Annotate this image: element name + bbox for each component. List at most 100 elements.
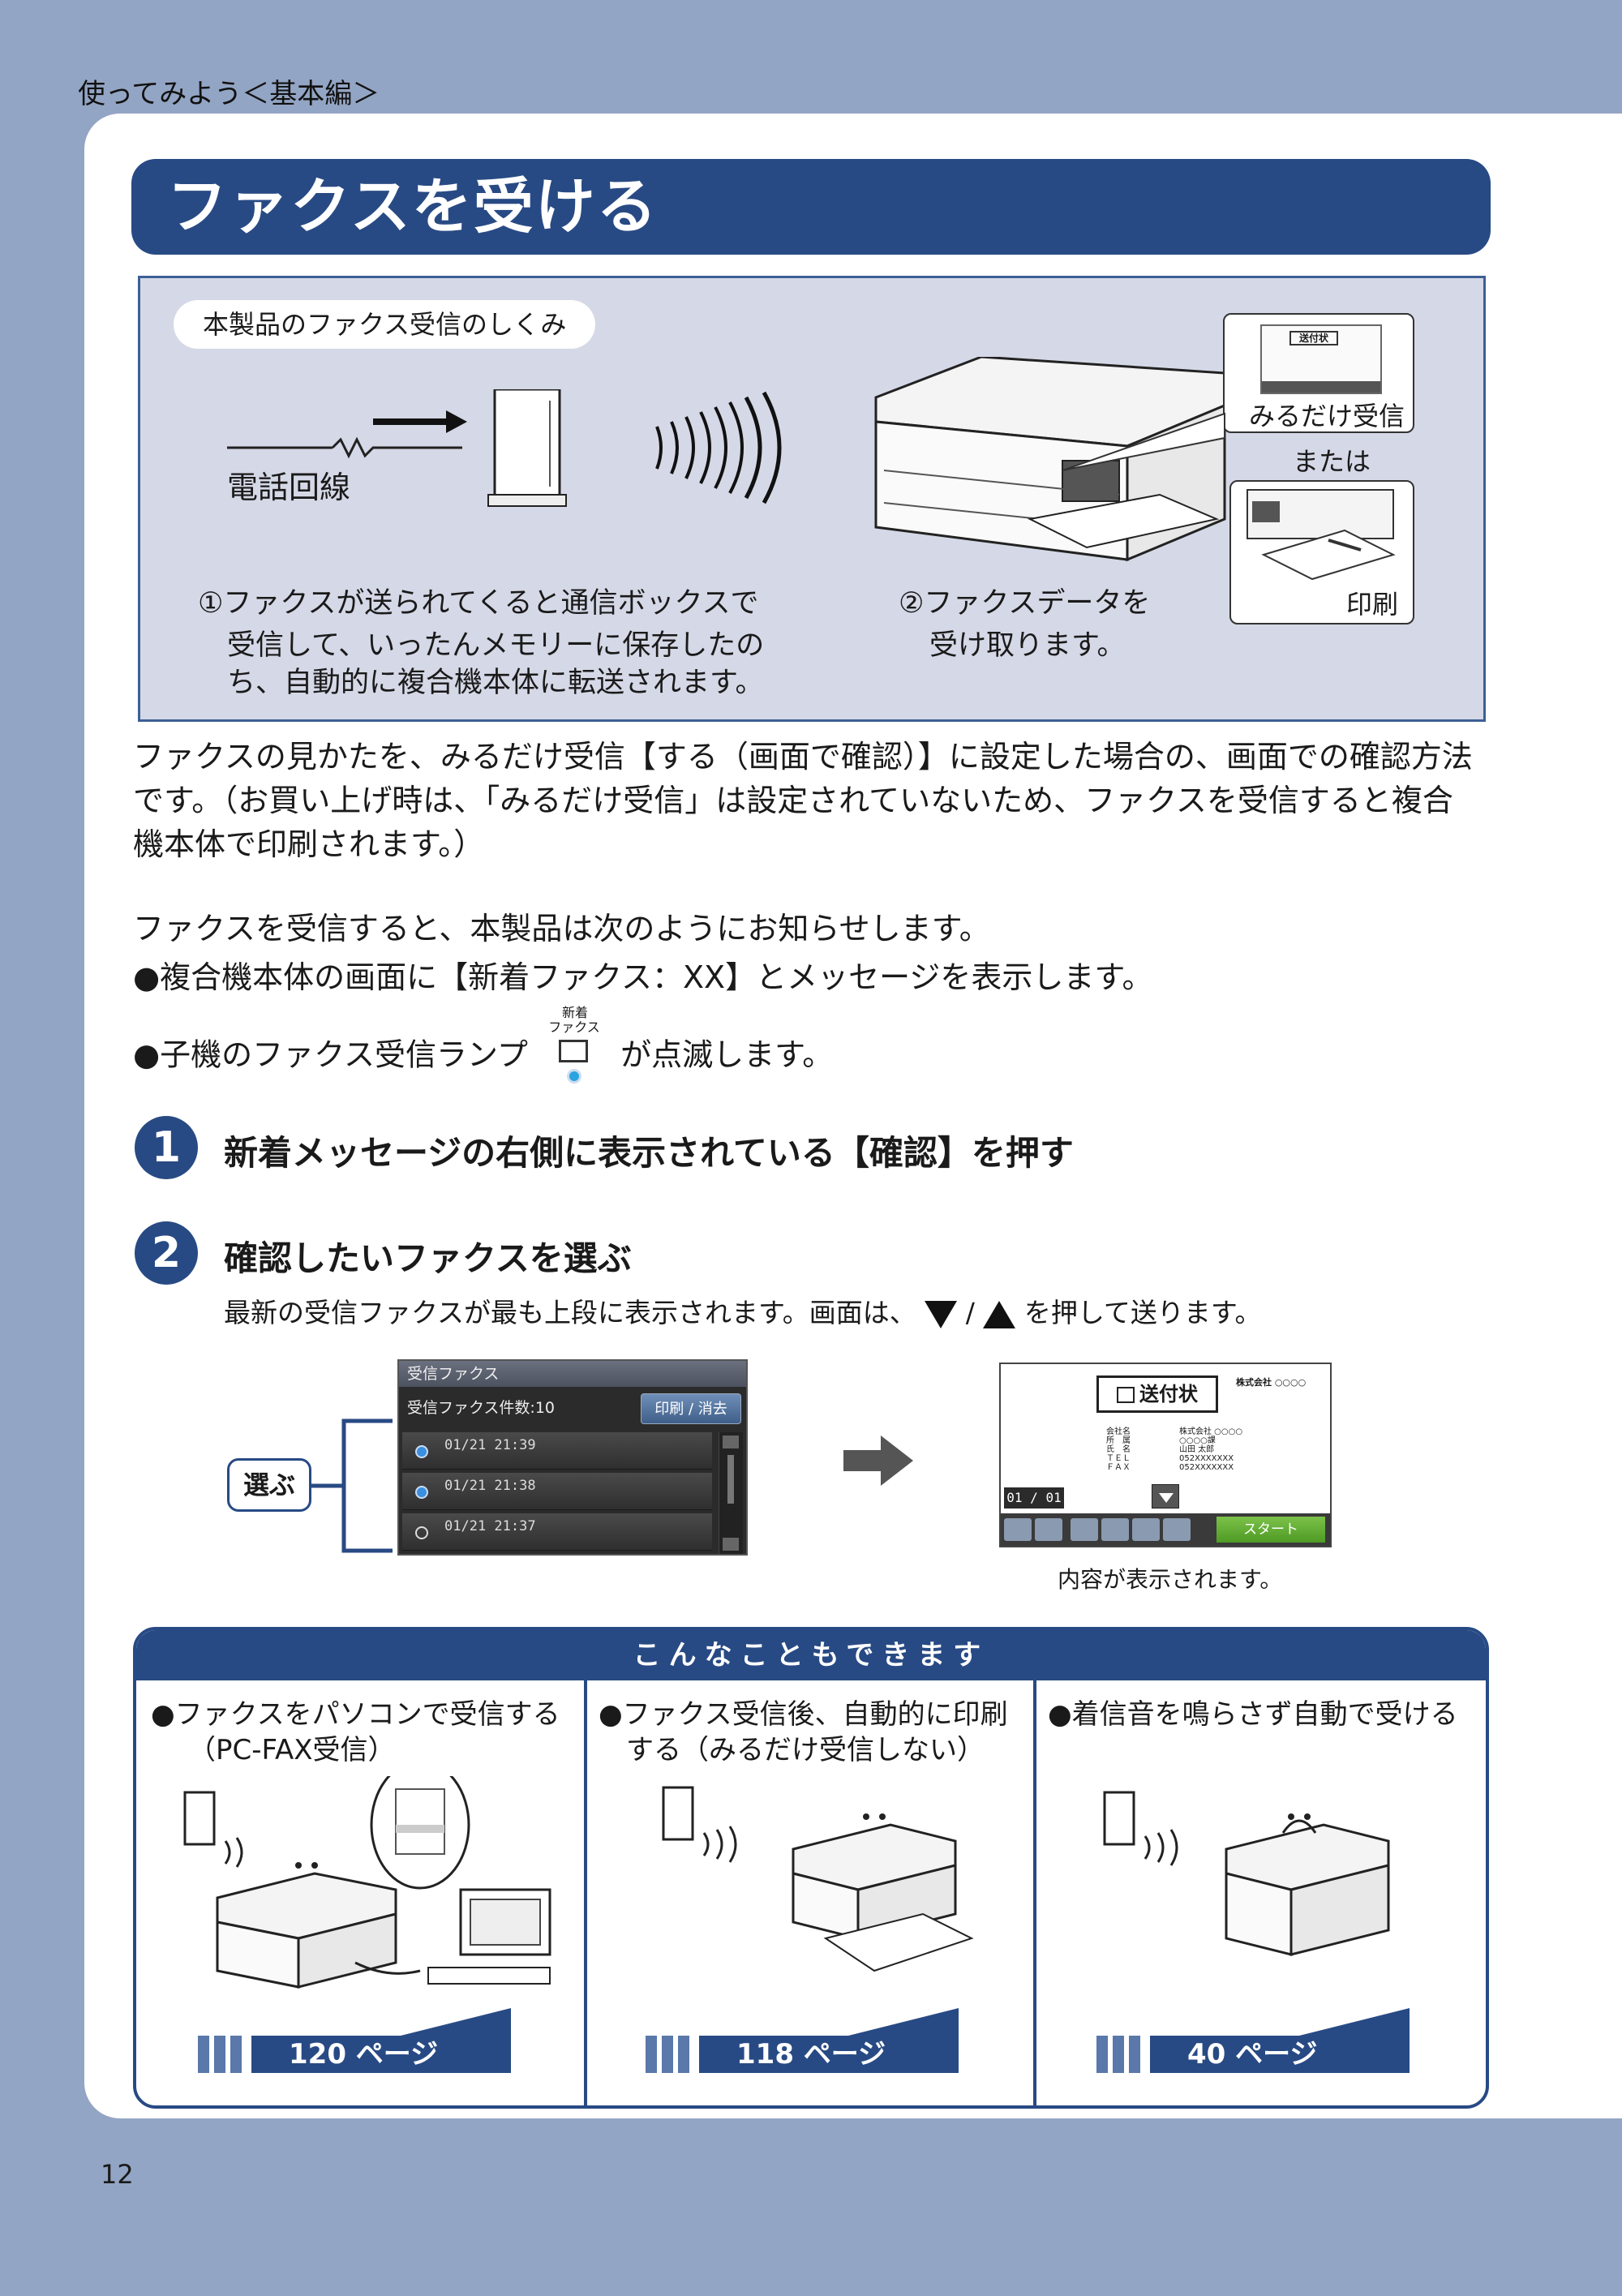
fax-row[interactable]: 01/21 21:37 <box>402 1513 712 1551</box>
fax-list-scrollbar[interactable] <box>719 1432 743 1554</box>
print-output-illustration <box>1247 489 1396 581</box>
right-arrow-icon <box>843 1436 913 1486</box>
mechanism-step1-line1: ①ファクスが送られてくると通信ボックスで <box>198 587 759 620</box>
page-title: ファクスを受ける <box>131 159 1491 255</box>
auto-print-illustration <box>662 1786 974 1972</box>
fax-lamp-icon: 新着 ファクス <box>546 1006 603 1087</box>
ref-page-118[interactable]: 118 ページ <box>646 2008 986 2101</box>
page-indicator: 01 / 01 <box>1004 1487 1064 1508</box>
cover-title-text: 送付状 <box>1139 1383 1198 1405</box>
zoom-in-icon[interactable] <box>1101 1518 1129 1541</box>
print-callout: 印刷 <box>1229 480 1414 624</box>
feature-line1: ●ファクスをパソコンで受信する <box>151 1698 560 1731</box>
notify-text: ファクスを受信すると、本製品は次のようにお知らせします。 <box>133 911 990 946</box>
delete-icon[interactable] <box>1163 1518 1191 1541</box>
feature-pc-fax: ●ファクスをパソコンで受信する （PC-FAX受信） <box>151 1697 560 1768</box>
silent-receive-illustration <box>1103 1791 1390 1956</box>
next-page-icon[interactable] <box>1035 1518 1062 1541</box>
print-delete-button[interactable]: 印刷 / 消去 <box>641 1393 741 1424</box>
cover-field: 氏 名 <box>1106 1445 1131 1454</box>
pc-fax-illustration <box>183 1776 551 1989</box>
fax-row-time: 01/21 21:37 <box>444 1518 536 1534</box>
fax-row[interactable]: 01/21 21:38 <box>402 1473 712 1510</box>
intro-line1: ファクスの見かたを、みるだけ受信【する（画面で確認）】に設定した場合の、画面での… <box>133 739 1473 775</box>
cover-company-header: 株式会社 ○○○○ <box>1236 1377 1307 1388</box>
print-label: 印刷 <box>1346 589 1399 620</box>
step1-heading: 新着メッセージの右側に表示されている【確認】を押す <box>224 1133 1074 1173</box>
cover-title: 送付状 <box>1096 1375 1218 1413</box>
page-header: 使ってみよう＜基本編＞ <box>78 78 380 110</box>
fax-icon <box>1117 1387 1135 1403</box>
fax-count-text: 受信ファクス件数:10 <box>407 1399 556 1417</box>
lamp-label-fax: ファクス <box>548 1019 600 1035</box>
select-label: 選ぶ <box>227 1458 311 1512</box>
can-do-title: こんなこともできます <box>136 1630 1486 1680</box>
fax-count: 受信ファクス件数:10 印刷 / 消去 <box>399 1387 746 1429</box>
cover-field: 所 属 <box>1106 1436 1131 1445</box>
step2-description: 最新の受信ファクスが最も上段に表示されます。画面は、 / を押して送ります。 <box>224 1291 1262 1330</box>
ref-page-40[interactable]: 40 ページ <box>1096 2008 1437 2101</box>
start-button[interactable]: スタート <box>1216 1517 1325 1543</box>
scroll-down-icon[interactable] <box>723 1538 739 1551</box>
step2-heading: 確認したいファクスを選ぶ <box>224 1238 632 1278</box>
or-label: または <box>1293 446 1371 477</box>
can-do-panel: こんなこともできます ●ファクスをパソコンで受信する （PC-FAX受信） ●フ… <box>133 1627 1489 2109</box>
step2-number: 2 <box>135 1221 198 1285</box>
mechanism-step2-line2: 受け取ります。 <box>929 629 1126 662</box>
mechanism-step1-line2: 受信して、いったんメモリーに保存したの <box>227 629 765 662</box>
fax-row[interactable]: 01/21 21:39 <box>402 1432 712 1470</box>
bullet-lamp-post: が点滅します。 <box>620 1036 834 1073</box>
ref-label: 40 ページ <box>1187 2038 1318 2071</box>
fax-row-time: 01/21 21:39 <box>444 1437 536 1453</box>
chevron-down-icon <box>1159 1493 1174 1503</box>
intro-line2: です。（お買い上げ時は、「みるだけ受信」は設定されていないため、ファクスを受信す… <box>133 783 1453 818</box>
fax-preview-screen: 送付状 株式会社 ○○○○ 会社名 所 属 氏 名 ＴＥＬ ＦＡＸ 株式会社 ○… <box>999 1363 1332 1547</box>
mini-cover-title: 送付状 <box>1289 331 1338 345</box>
view-only-label: みるだけ受信 <box>1249 401 1405 431</box>
intro-line3: 機本体で印刷されます。） <box>133 826 485 862</box>
down-arrow-icon <box>925 1300 958 1328</box>
feature-line2: （PC-FAX受信） <box>188 1734 396 1766</box>
cover-field: 会社名 <box>1106 1427 1131 1436</box>
content-shown-caption: 内容が表示されます。 <box>1058 1566 1283 1593</box>
page-number: 12 <box>101 2159 134 2190</box>
cover-value: 山田 太郎 <box>1179 1445 1215 1454</box>
feature-silent-receive: ●着信音を鳴らさず自動で受ける <box>1048 1697 1458 1732</box>
mechanism-step2-line1: ②ファクスデータを <box>899 587 1151 620</box>
select-bracket <box>311 1418 393 1553</box>
zoom-out-icon[interactable] <box>1132 1518 1160 1541</box>
scroll-up-icon[interactable] <box>723 1436 739 1448</box>
feature-line1: ●着信音を鳴らさず自動で受ける <box>1048 1698 1458 1731</box>
step2-desc-pre: 最新の受信ファクスが最も上段に表示されます。画面は、 <box>224 1297 916 1328</box>
step2-desc-post: を押して送ります。 <box>1023 1297 1262 1328</box>
cover-value: 052XXXXXXX <box>1179 1463 1234 1472</box>
up-arrow-icon <box>983 1300 1016 1328</box>
column-divider <box>584 1680 587 2105</box>
cover-field: ＦＡＸ <box>1106 1463 1131 1472</box>
unread-dot-icon <box>415 1486 428 1499</box>
phone-line-illustration <box>227 389 782 507</box>
ref-page-120[interactable]: 120 ページ <box>198 2008 539 2101</box>
cover-values: 株式会社 ○○○○ ○○○○課 山田 太郎 052XXXXXXX 052XXXX… <box>1179 1427 1242 1472</box>
cover-field: ＴＥＬ <box>1106 1454 1131 1463</box>
received-fax-screen: 受信ファクス 受信ファクス件数:10 印刷 / 消去 01/21 21:39 0… <box>397 1359 748 1556</box>
column-divider <box>1033 1680 1036 2105</box>
cover-value: 株式会社 ○○○○ <box>1179 1427 1243 1436</box>
read-dot-icon <box>415 1526 428 1539</box>
fax-row-time: 01/21 21:38 <box>444 1478 536 1494</box>
lamp-label-new: 新着 <box>561 1005 588 1020</box>
callout-pointer <box>1062 412 1225 471</box>
cover-value: ○○○○課 <box>1179 1436 1216 1445</box>
step1-number: 1 <box>135 1116 198 1179</box>
bullet-lamp-pre: ●子機のファクス受信ランプ <box>133 1036 528 1073</box>
bullet-screen-message: ●複合機本体の画面に【新着ファクス：XX】とメッセージを表示します。 <box>133 959 1153 995</box>
prev-page-icon[interactable] <box>1004 1518 1032 1541</box>
page-down-button[interactable] <box>1152 1484 1179 1508</box>
rotate-icon[interactable] <box>1071 1518 1098 1541</box>
fax-list-title: 受信ファクス <box>399 1361 746 1387</box>
phone-line-label: 電話回線 <box>227 470 351 505</box>
feature-line1: ●ファクス受信後、自動的に印刷 <box>599 1698 1008 1731</box>
ref-label: 118 ページ <box>736 2038 886 2071</box>
printer-illustration <box>874 357 1226 562</box>
step2-desc-slash: / <box>965 1297 975 1328</box>
